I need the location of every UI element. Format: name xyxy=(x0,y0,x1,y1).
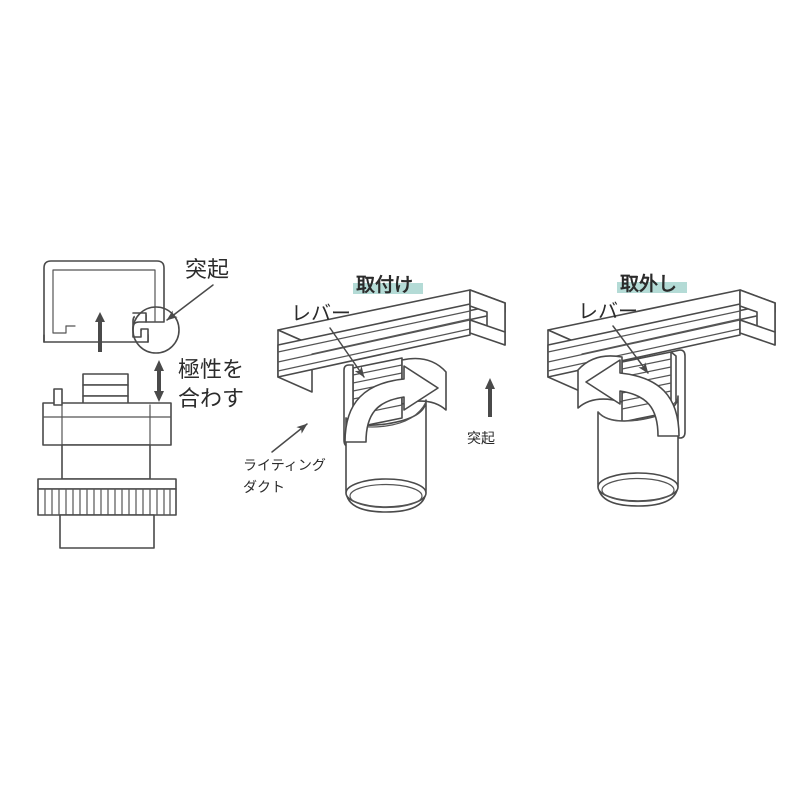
detach-lever-label: レバー xyxy=(578,299,638,323)
connector-side-tab xyxy=(53,388,63,406)
right-panel-group: 取外し xyxy=(547,272,776,507)
cylinder-bottom-rim-inner-detach xyxy=(601,477,675,503)
protrusion-hook-detail xyxy=(132,312,149,343)
knurl-teeth xyxy=(44,488,171,516)
middle-panel-group: 取付け xyxy=(243,273,506,513)
lighting-duct-rail-attach xyxy=(277,289,506,393)
connector-lower-barrel xyxy=(59,514,155,549)
cylinder-bottom-rim-inner-attach xyxy=(349,483,423,509)
polarity-label-line2: 合わす xyxy=(178,387,244,412)
attach-title-highlight xyxy=(353,283,423,294)
polarity-double-arrow xyxy=(154,360,164,402)
connector-neck xyxy=(61,444,151,480)
detach-lever-leader xyxy=(612,325,649,374)
detach-title-highlight xyxy=(617,282,687,293)
attach-lever-leader xyxy=(329,327,365,378)
protrusion-leader-line xyxy=(166,284,214,321)
attach-protrusion-arrow xyxy=(485,378,495,417)
left-panel-group: 突起 極性を 合わす xyxy=(37,258,244,549)
attach-rotation-arrow xyxy=(344,365,439,443)
attach-duct-label-line1: ライティング xyxy=(243,458,326,474)
attach-protrusion-label: 突起 xyxy=(467,431,495,447)
left-protrusion-label: 突起 xyxy=(185,258,229,283)
attach-duct-leader xyxy=(271,423,308,453)
duct-channel-cross-section xyxy=(43,260,165,343)
connector-body xyxy=(37,373,177,549)
detach-rotation-arrow xyxy=(585,359,680,437)
attach-lever-label: レバー xyxy=(291,301,351,325)
attach-title: 取付け xyxy=(356,273,413,296)
insertion-direction-arrow xyxy=(95,312,105,352)
detach-title: 取外し xyxy=(620,272,677,295)
polarity-label-line1: 極性を xyxy=(178,358,244,383)
attach-duct-label-line2: ダクト xyxy=(243,480,285,496)
protrusion-callout-circle xyxy=(132,306,180,354)
